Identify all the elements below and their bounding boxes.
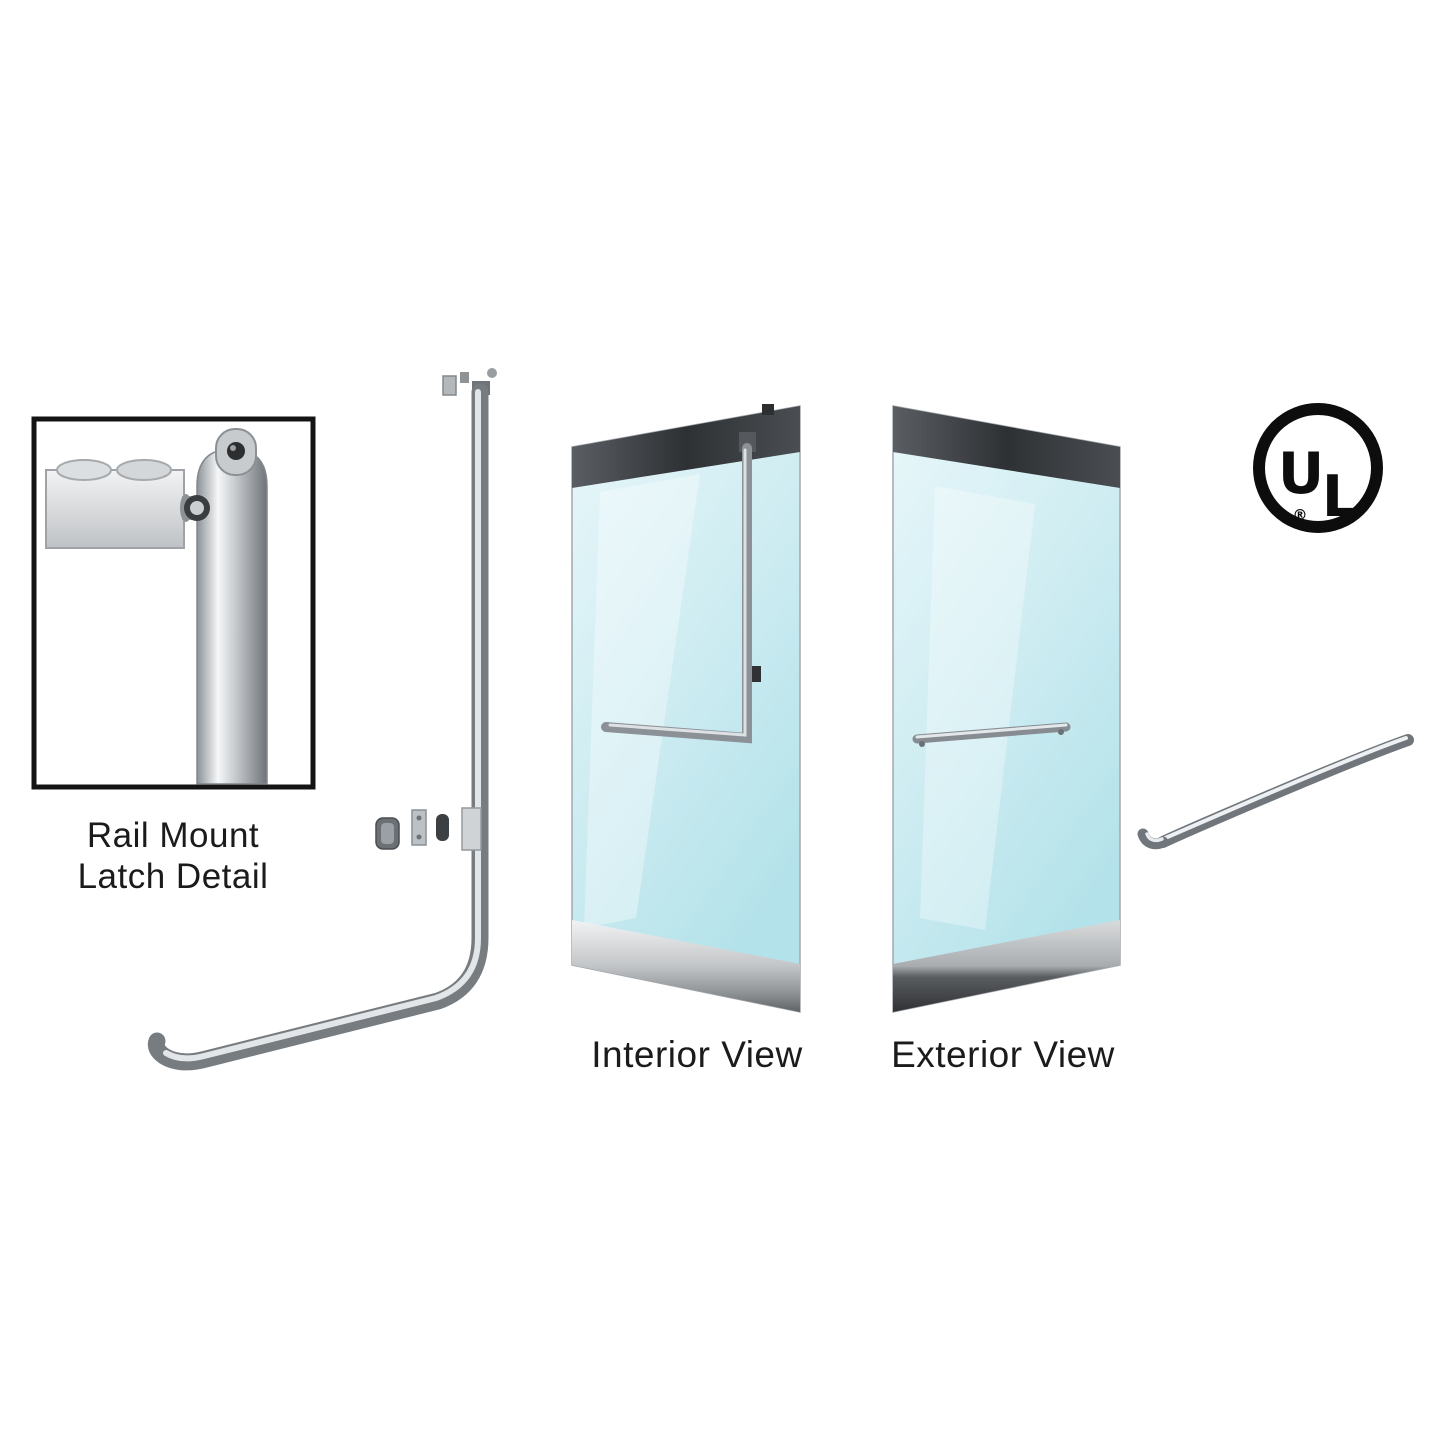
- interior-offset-handle: [601, 432, 761, 744]
- pull-handle-base: [1157, 734, 1414, 848]
- latch-ring-center: [190, 501, 204, 515]
- rail-cylinder: [196, 448, 268, 785]
- interior-door-top-rail: [572, 406, 800, 488]
- latch-block-boss-left: [56, 459, 112, 481]
- latch-detail-caption: Rail Mount Latch Detail: [18, 816, 328, 897]
- hinge-pin-highlight: [230, 445, 236, 451]
- rail-tube-highlight: [163, 389, 481, 1062]
- interior-latch-nub: [752, 666, 761, 682]
- mid-latch-hardware: [375, 807, 482, 851]
- exterior-door-glass-sheen: [920, 486, 1035, 930]
- latch-detail-caption-line1: Rail Mount: [86, 816, 260, 855]
- ul-certification-logo: U L ®: [1253, 403, 1383, 533]
- exterior-pull-handle: [912, 722, 1071, 747]
- single-pull-handle: [1137, 734, 1414, 850]
- interior-door-bottom-rail: [572, 920, 800, 1012]
- pull-handle-end-curl-highlight: [1145, 832, 1164, 843]
- interior-door-glass-sheen: [584, 474, 700, 928]
- hinge-pin: [227, 442, 245, 460]
- latch-block: [45, 469, 185, 549]
- rail-handle-assembly: [147, 368, 497, 1071]
- pull-handle-end-curl: [1137, 828, 1169, 850]
- ul-logo-letter-l: L: [1322, 464, 1358, 530]
- exterior-door: [892, 405, 1121, 1013]
- top-pivot-parts: [442, 368, 497, 396]
- latch-block-boss-right: [116, 459, 172, 481]
- ul-logo-letter-u: U: [1278, 441, 1324, 507]
- pull-handle-highlight: [1161, 736, 1408, 841]
- ul-logo-registered-mark: ®: [1293, 506, 1308, 524]
- ul-logo-circle: [1253, 403, 1383, 533]
- interior-view-caption: Interior View: [591, 1034, 803, 1075]
- latch-detail-inset: [31, 416, 316, 790]
- interior-door: [571, 404, 801, 1013]
- latch-detail-drawing: [45, 428, 268, 785]
- interior-door-pivot-nub: [762, 404, 774, 415]
- exterior-door-top-rail: [893, 406, 1120, 488]
- latch-detail-caption-line2: Latch Detail: [77, 856, 269, 896]
- exterior-view-caption: Exterior View: [891, 1034, 1115, 1075]
- exterior-door-bottom-rail: [893, 920, 1120, 1012]
